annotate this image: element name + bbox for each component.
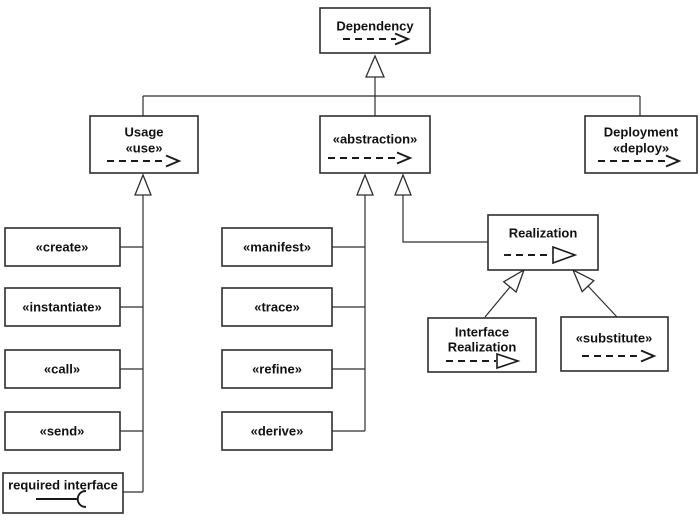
dashed-open-arrow-icon xyxy=(343,32,411,46)
node-instantiate-label: «instantiate» xyxy=(22,300,101,315)
node-manifest-label: «manifest» xyxy=(243,240,311,255)
edge-children-to-dependency xyxy=(142,54,641,116)
node-create-box xyxy=(4,227,121,267)
generalization-triangle-icon xyxy=(134,173,152,196)
node-deployment: Deployment «deploy» xyxy=(584,115,698,174)
node-trace: «trace» xyxy=(221,287,333,327)
edge-substitute-to-realization xyxy=(571,268,618,318)
node-refine: «refine» xyxy=(221,349,333,389)
edge-line xyxy=(587,285,618,318)
node-instantiate-box xyxy=(4,287,121,327)
dashed-open-arrow-icon xyxy=(582,349,657,363)
node-refine-box xyxy=(221,349,333,389)
generalization-triangle-icon xyxy=(394,173,412,196)
generalization-triangle-icon xyxy=(356,173,374,196)
node-dependency: Dependency xyxy=(319,7,431,54)
node-usage-stereotype: «use» xyxy=(126,141,163,156)
edge-realization-to-abstraction xyxy=(394,173,488,243)
node-send-box xyxy=(4,411,121,451)
generalization-triangle-icon xyxy=(502,268,526,294)
node-usage: Usage «use» xyxy=(89,115,199,174)
node-dependency-label: Dependency xyxy=(336,19,414,34)
node-required-interface: required interface xyxy=(2,472,124,514)
node-usage-label: Usage xyxy=(124,125,163,140)
dashed-open-arrow-icon xyxy=(328,151,413,165)
node-send: «send» xyxy=(4,411,121,451)
edge-line xyxy=(484,286,511,318)
node-interface-realization-box xyxy=(427,317,537,373)
dashed-open-arrow-icon xyxy=(598,154,682,168)
node-deployment-label: Deployment xyxy=(604,125,679,140)
node-realization-box xyxy=(487,214,599,271)
socket-icon xyxy=(36,490,87,508)
node-usage-box xyxy=(89,115,199,174)
dashed-open-arrow-icon xyxy=(107,154,182,168)
node-required-interface-box xyxy=(2,472,124,514)
node-derive-box xyxy=(221,411,333,451)
node-derive: «derive» xyxy=(221,411,333,451)
node-call: «call» xyxy=(4,349,121,389)
node-interface-realization-label2: Realization xyxy=(448,340,517,355)
node-trace-box xyxy=(221,287,333,327)
dashed-triangle-arrow-icon xyxy=(446,352,521,370)
node-manifest-box xyxy=(221,227,333,267)
edge-children-to-usage xyxy=(120,173,152,493)
generalization-triangle-icon xyxy=(365,54,385,78)
node-derive-label: «derive» xyxy=(251,424,304,439)
node-abstraction: «abstraction» xyxy=(319,115,431,174)
node-substitute-box xyxy=(560,316,669,372)
node-substitute-label: «substitute» xyxy=(576,331,653,346)
dashed-triangle-arrow-icon xyxy=(504,245,578,265)
node-required-interface-label: required interface xyxy=(8,478,118,493)
node-abstraction-label: «abstraction» xyxy=(333,132,418,147)
node-interface-realization: Interface Realization xyxy=(427,317,537,373)
node-interface-realization-label1: Interface xyxy=(455,325,509,340)
generalization-triangle-icon xyxy=(571,268,595,293)
node-manifest: «manifest» xyxy=(221,227,333,267)
edge-line xyxy=(402,195,488,243)
node-deployment-box xyxy=(584,115,698,174)
node-refine-label: «refine» xyxy=(252,362,302,377)
edge-children-to-abstraction xyxy=(332,173,374,432)
node-substitute: «substitute» xyxy=(560,316,669,372)
node-abstraction-box xyxy=(319,115,431,174)
edge-interface-realization-to-realization xyxy=(484,268,526,318)
node-trace-label: «trace» xyxy=(254,300,300,315)
node-create-label: «create» xyxy=(36,240,89,255)
node-send-label: «send» xyxy=(40,424,85,439)
node-realization: Realization xyxy=(487,214,599,271)
node-instantiate: «instantiate» xyxy=(4,287,121,327)
node-realization-label: Realization xyxy=(509,226,578,241)
node-create: «create» xyxy=(4,227,121,267)
node-dependency-box xyxy=(319,7,431,54)
node-call-box xyxy=(4,349,121,389)
node-deployment-stereotype: «deploy» xyxy=(613,141,669,156)
node-call-label: «call» xyxy=(44,362,80,377)
